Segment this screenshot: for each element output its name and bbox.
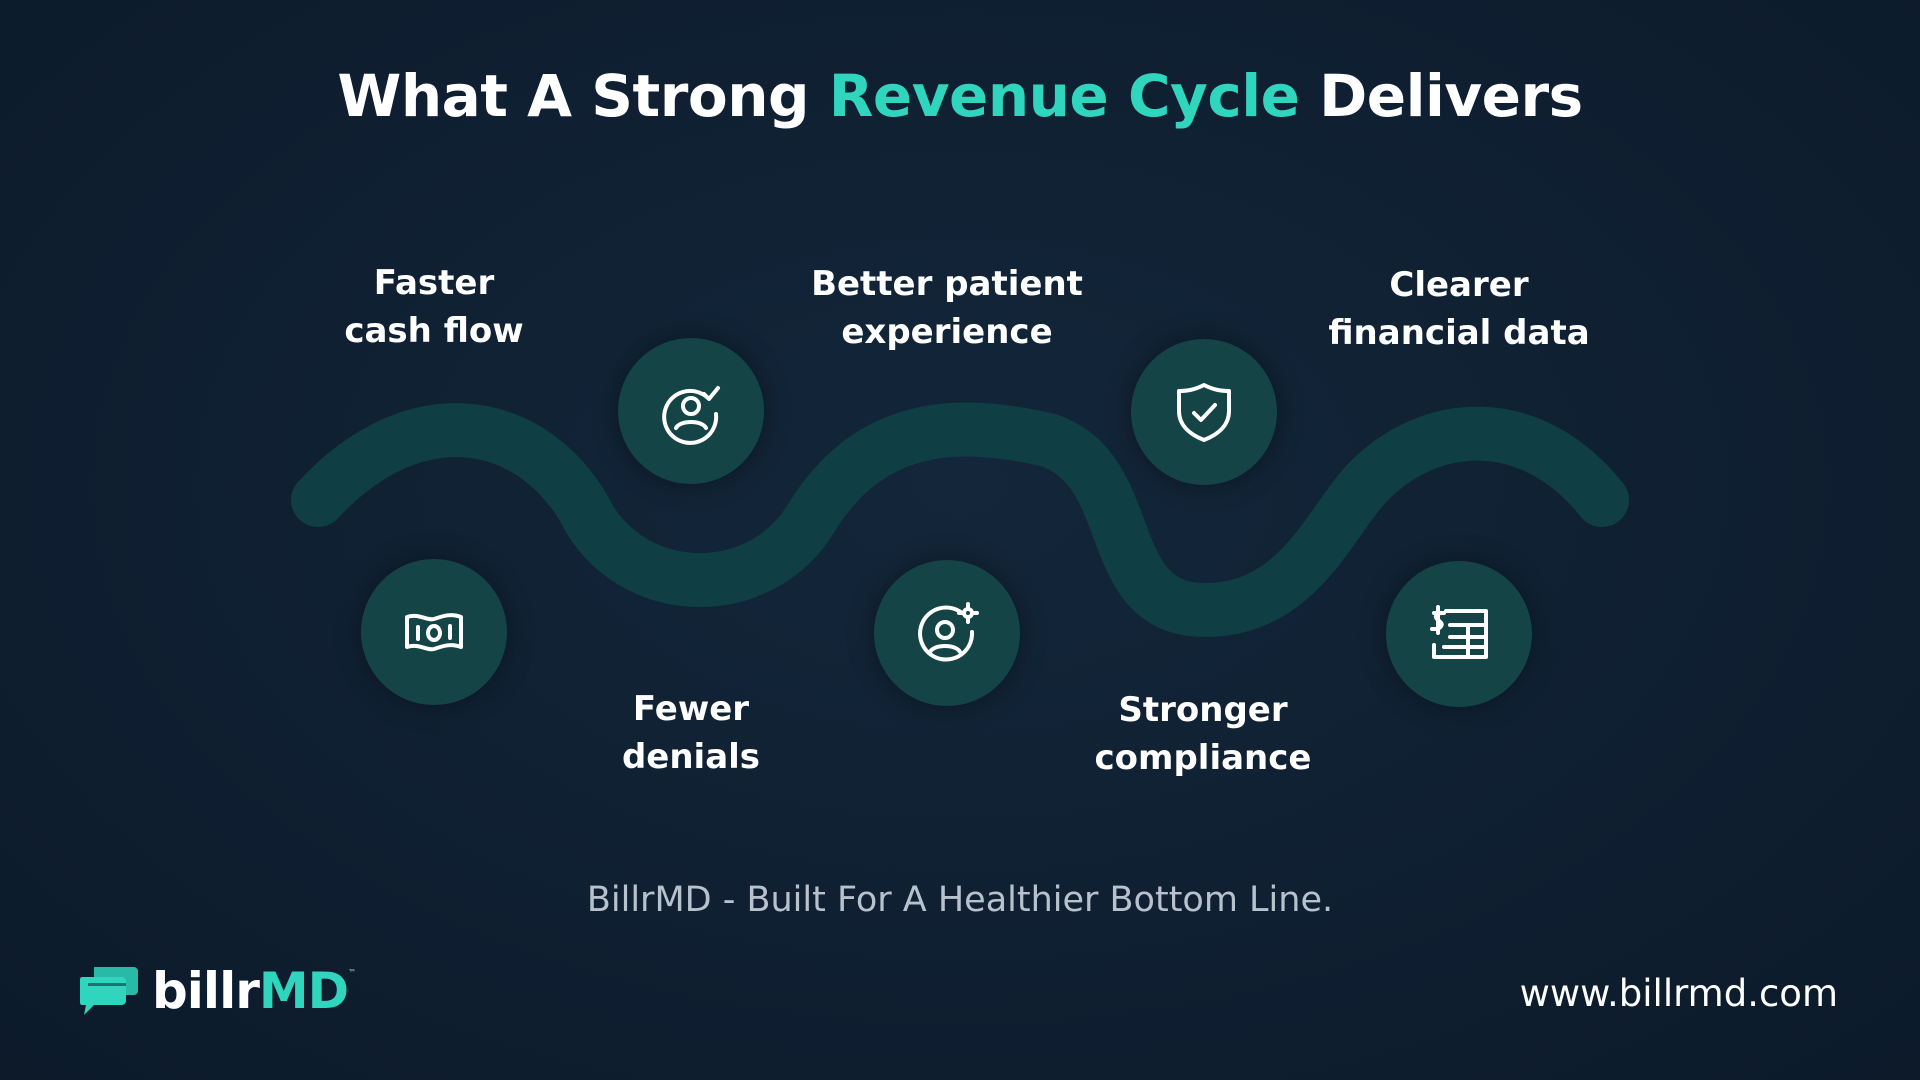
shield-check-icon [1177, 383, 1231, 442]
benefit-label-cash-flow: Faster cash flow [254, 259, 614, 355]
benefit-label-line: Stronger [1118, 690, 1288, 730]
title-accent: Revenue Cycle [828, 62, 1300, 130]
user-check-icon [662, 386, 720, 445]
benefit-label-line: Faster [373, 263, 495, 303]
logo-wordmark: billrMD [152, 962, 349, 1020]
benefit-label-denials: Fewer denials [511, 685, 871, 781]
page-title: What A Strong Revenue Cycle Delivers [0, 62, 1920, 130]
user-gear-node [874, 560, 1020, 706]
tagline: BillrMD - Built For A Healthier Bottom L… [586, 880, 1334, 920]
trademark-symbol: ™ [348, 968, 357, 977]
benefit-label-line: Clearer [1389, 265, 1529, 305]
money-bill-node [361, 559, 507, 705]
chat-bubbles-logo-icon [80, 967, 138, 1015]
money-bill-icon [405, 613, 463, 652]
benefit-label-line: Better patient [811, 264, 1083, 304]
billrmd-logo[interactable]: billrMD ™ [78, 962, 356, 1020]
benefit-label-line: Fewer [632, 689, 750, 729]
financial-report-icon [1430, 605, 1488, 659]
benefit-label-line: compliance [1094, 738, 1312, 778]
website-url[interactable]: www.billrmd.com [1519, 972, 1838, 1015]
title-part-1: What A Strong [337, 62, 829, 130]
title-part-2: Delivers [1299, 62, 1583, 130]
benefit-label-line: cash flow [344, 311, 524, 351]
benefit-label-compliance: Stronger compliance [1023, 686, 1383, 782]
benefit-label-line: denials [621, 737, 761, 777]
benefit-label-financial-data: Clearer financial data [1279, 261, 1639, 357]
benefit-label-line: financial data [1328, 313, 1590, 353]
logo-text-billr: billr [152, 962, 260, 1020]
logo-text-md: MD [258, 962, 349, 1020]
shield-check-node [1131, 339, 1277, 485]
user-gear-icon [918, 602, 979, 662]
user-check-node [618, 338, 764, 484]
financial-report-node [1386, 561, 1532, 707]
benefit-label-line: experience [841, 312, 1053, 352]
benefit-label-patient-experience: Better patient experience [767, 260, 1127, 356]
wave-path [291, 402, 1629, 638]
